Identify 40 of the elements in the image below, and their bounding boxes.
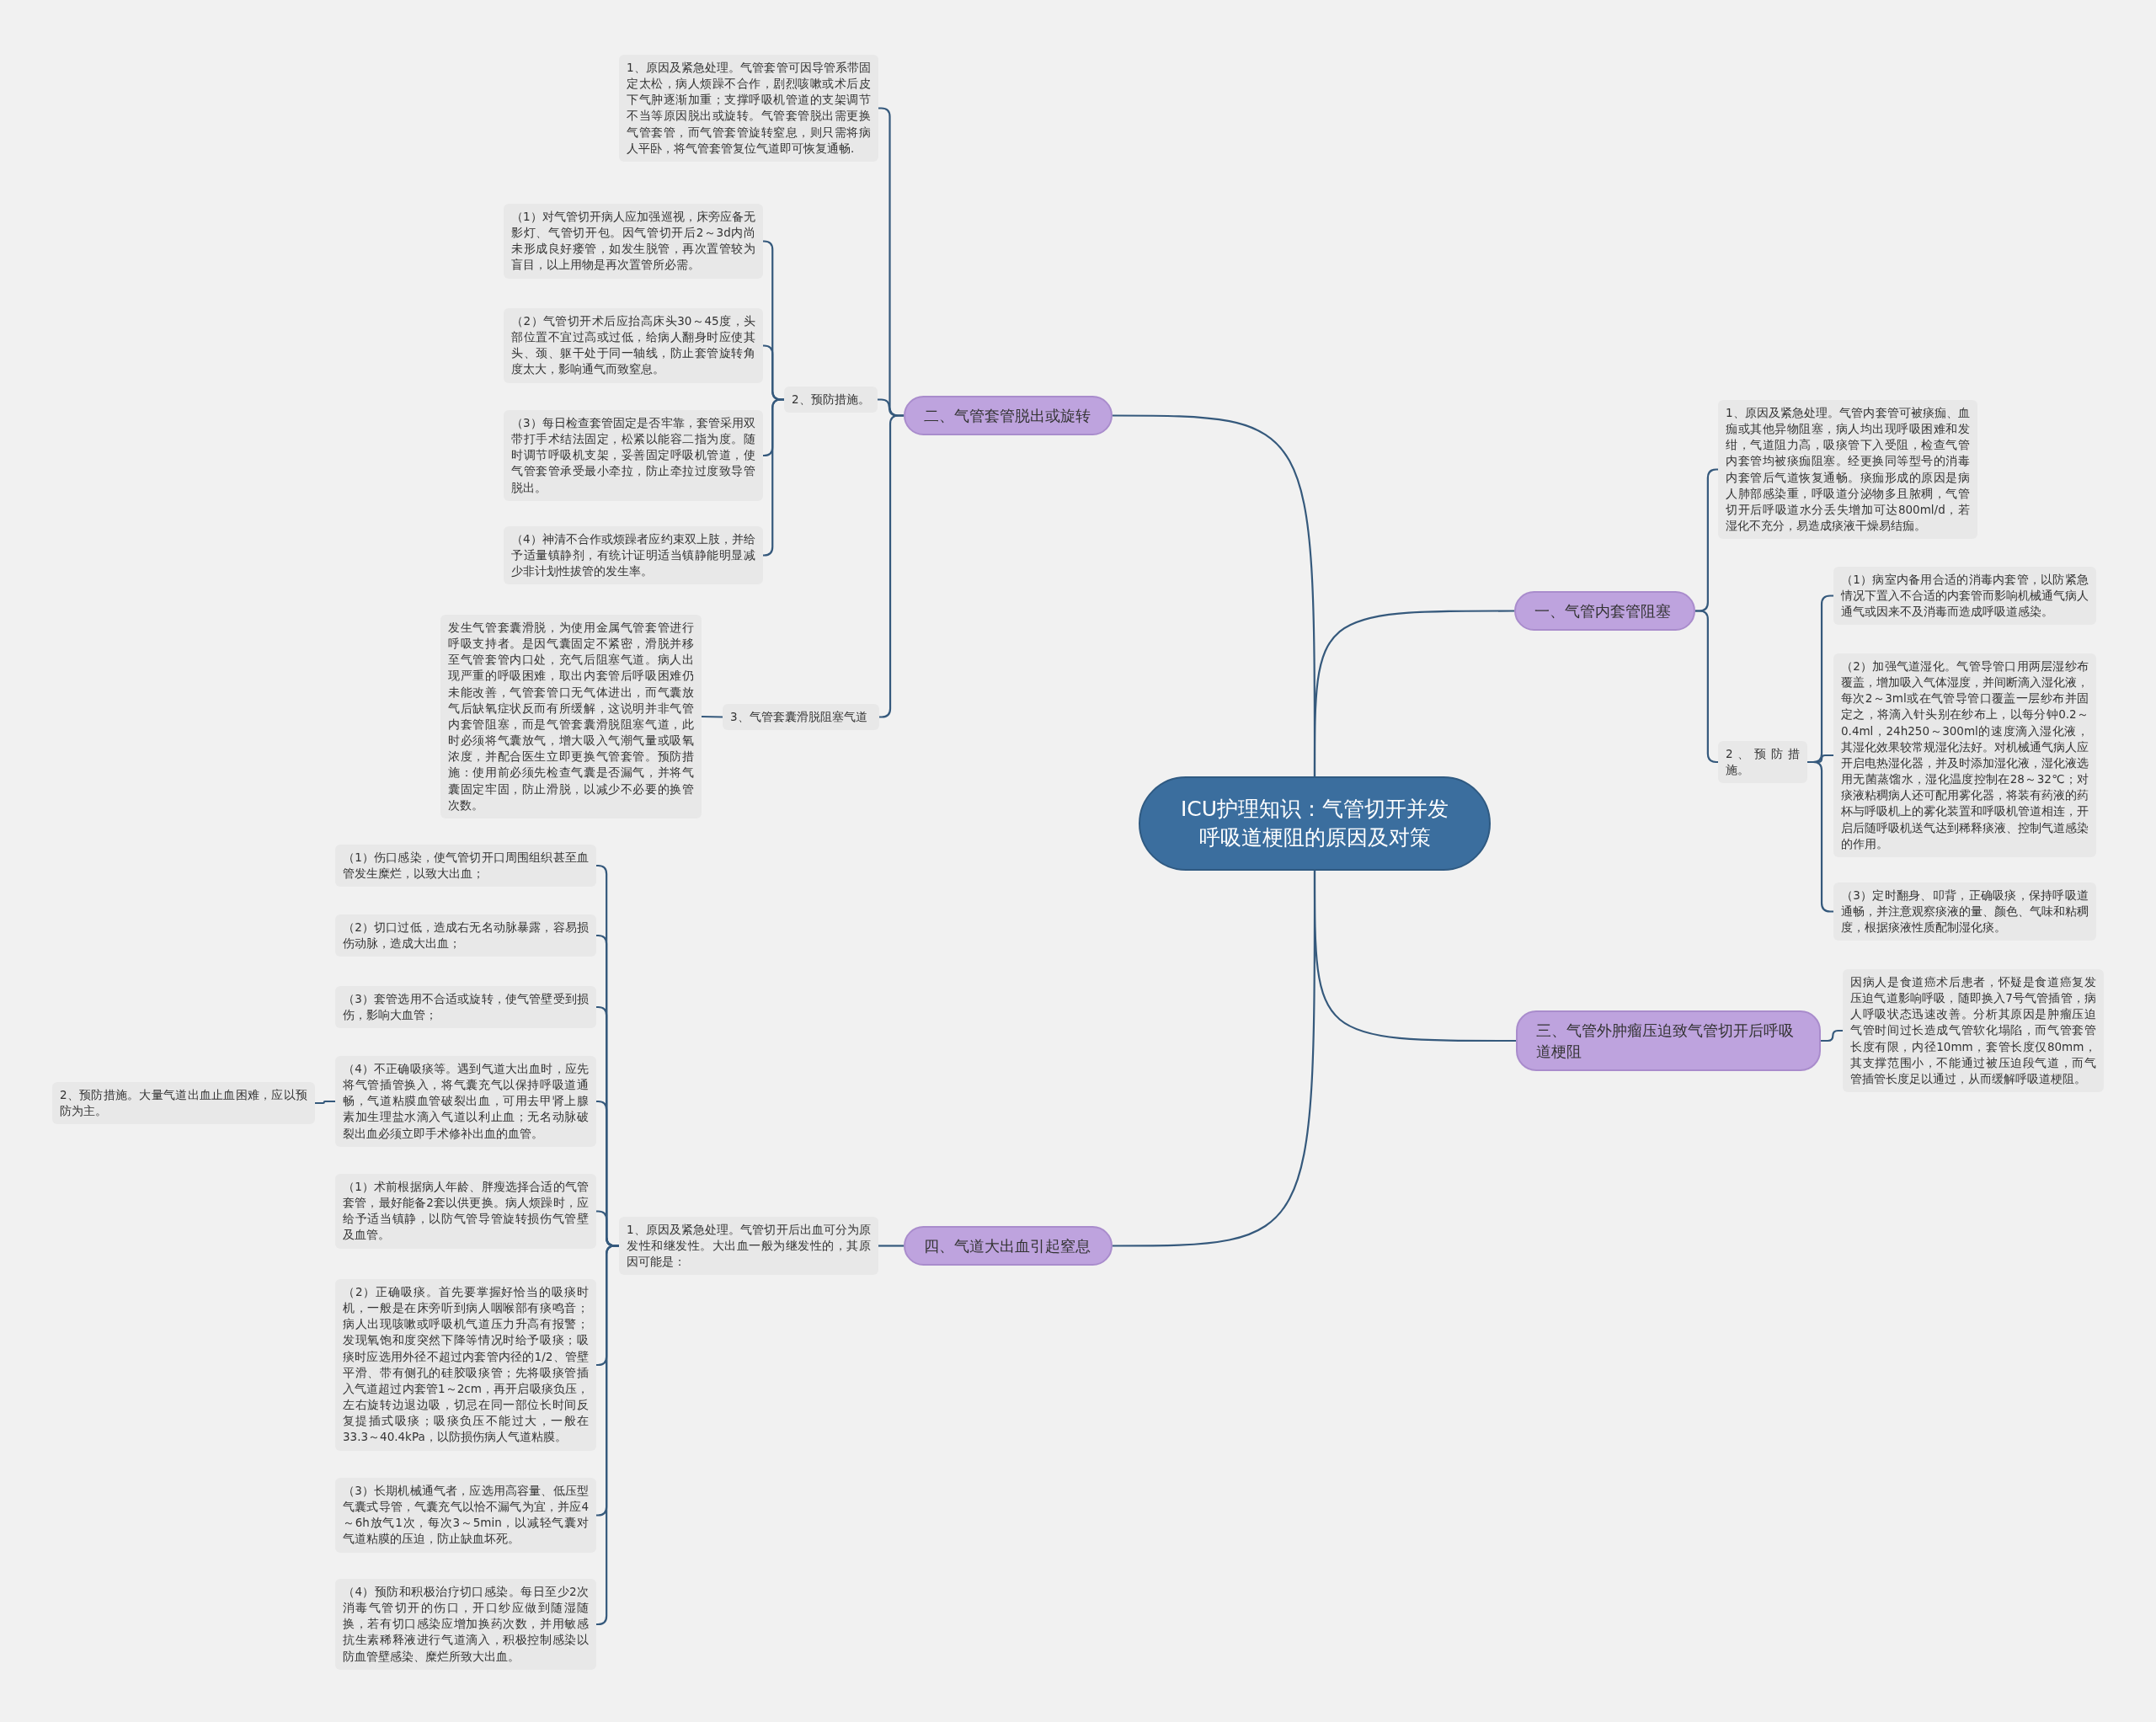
connector-line bbox=[701, 715, 723, 718]
note-card: 因病人是食道癌术后患者，怀疑是食道癌复发压迫气道影响呼吸，随即换入7号气管插管，病人呼吸状态迅速改善。分析其原因是肿瘤压迫气管时间过长造成气管软化塌陷，而气管套管长度有限，内径10mm，套管长度仅80mm，其支撑范围小，不能通过被压迫段气道，而气管插管长度足以通过，从而缓解呼吸道梗阻。 bbox=[1843, 969, 2104, 1093]
topic-pill: 一、气管内套管阻塞 bbox=[1514, 591, 1695, 632]
note-card: （2）加强气道湿化。气管导管口用两层湿纱布覆盖，增加吸入气体湿度，并间断滴入湿化液，每次2～3ml或在气管导管口覆盖一层纱布并固定之，将滴入针头别在纱布上，以每分钟0.2～0.4ml，24h250～300ml的速度滴入湿化液，其湿化效果较常规湿化法好。对机械通气病人应开启电热湿化器，并及时添加湿化液，湿化液选用无菌蒸馏水，湿化温度控制在28～32℃；对痰液粘稠病人还可配用雾化器，将装有药液的药杯与呼吸机上的雾化装置和呼吸机管道相连，开启后随呼吸机送气达到稀释痰液、控制气道感染的作用。 bbox=[1833, 653, 2096, 857]
connector-line bbox=[879, 414, 904, 718]
connector-line bbox=[1821, 1029, 1843, 1042]
connector-line bbox=[1113, 871, 1316, 1247]
topic-pill: 四、气道大出血引起窒息 bbox=[904, 1226, 1113, 1266]
note-card: （2）正确吸痰。首先要掌握好恰当的吸痰时机，一般是在床旁听到病人咽喉部有痰鸣音；病人出现咳嗽或呼吸机气道压力升高有报警；发现氧饱和度突然下降等情况时给予吸痰；吸痰时应选用外径不超过内套管内径的1/2、管壁平滑、带有侧孔的硅胶吸痰管；先将吸痰管插入气道超过内套管1～2cm，再开启吸痰负压，左右旋转边退边吸，切忌在同一部位长时间反复提插式吸痰；吸痰负压不能过大，一般在33.3～40.4kPa，以防损伤病人气道粘膜。 bbox=[335, 1279, 596, 1451]
note-card: （3）每日检查套管固定是否牢靠，套管采用双带打手术结法固定，松紧以能容二指为度。随时调节呼吸机支架，妥善固定呼吸机管道，使气管套管承受最小牵拉，防止牵拉过度致导管脱出。 bbox=[504, 410, 763, 501]
connector-line bbox=[1313, 610, 1514, 776]
note-card: （4）神清不合作或烦躁者应约束双上肢，并给予适量镇静剂，有统计证明适当镇静能明显减少非计划性拔管的发生率。 bbox=[504, 526, 763, 585]
note-card: 1、原因及紧急处理。气管切开后出血可分为原发性和继发性。大出血一般为继发性的，其原因可能是： bbox=[619, 1217, 878, 1276]
topic-pill: 二、气管套管脱出或旋转 bbox=[904, 396, 1113, 436]
note-card: 2、预防措施。大量气道出血止血困难，应以预防为主。 bbox=[52, 1082, 315, 1125]
note-card: 发生气管套囊滑脱，为使用金属气管套管进行呼吸支持者。是因气囊固定不紧密，滑脱并移至气管套管内口处，充气后阻塞气道。病人出现严重的呼吸困难，取出内套管后呼吸困难仍未能改善，气管套管口无气体进出，而气囊放气后缺氧症状反而有所缓解，这说明并非气管内套管阻塞，而是气管套囊滑脱阻塞气道，此时必须将气囊放气，增大吸入气潮气量或吸氧浓度，并配合医生立即更换气管套管。预防措施：使用前必须先检查气囊是否漏气，并将气囊固定牢固，防止滑脱，以减少不必要的换管次数。 bbox=[440, 615, 702, 818]
note-card: （1）术前根据病人年龄、胖瘦选择合适的气管套管，最好能备2套以供更换。病人烦躁时，应给予适当镇静，以防气管导管旋转损伤气管壁及血管。 bbox=[335, 1174, 596, 1249]
note-card: 2、预防措施。 bbox=[1718, 741, 1807, 784]
note-card: （3）长期机械通气者，应选用高容量、低压型气囊式导管，气囊充气以恰不漏气为宜，并应4～6h放气1次，每次3～5min，以减轻气囊对气道粘膜的压迫，防止缺血坏死。 bbox=[335, 1478, 596, 1553]
connector-line bbox=[595, 1245, 619, 1626]
note-card: （2）切口过低，造成右无名动脉暴露，容易损伤动脉，造成大出血； bbox=[335, 914, 596, 957]
note-card: 1、原因及紧急处理。气管内套管可被痰痂、血痂或其他异物阻塞，病人均出现呼吸困难和发绀，气道阻力高，吸痰管下入受阻，检查气管内套管均被痰痂阻塞。经更换同等型号的消毒内套管后气道恢复通畅。痰痂形成的原因是病人肺部感染重，呼吸道分泌物多且脓稠，气管切开后呼吸道水分丢失增加可达800ml/d，若湿化不充分，易造成痰液干燥易结痂。 bbox=[1718, 400, 1977, 540]
note-card: （3）套管选用不合适或旋转，使气管壁受到损伤，影响大血管； bbox=[335, 986, 596, 1029]
note-card: （4）不正确吸痰等。遇到气道大出血时，应先将气管插管换入，将气囊充气以保持呼吸道通畅，气道粘膜血管破裂出血，可用去甲肾上腺素加生理盐水滴入气道以利止血；无名动脉破裂出血必须立即手术修补出血的血管。 bbox=[335, 1056, 596, 1147]
note-card: （3）定时翻身、叩背，正确吸痰，保持呼吸道通畅，并注意观察痰液的量、颜色、气味和粘稠度，根据痰液性质配制湿化痰。 bbox=[1833, 882, 2096, 941]
connector-line bbox=[1695, 610, 1718, 764]
connector-line bbox=[315, 1100, 335, 1105]
note-card: 1、原因及紧急处理。气管套管可因导管系带固定太松，病人烦躁不合作，剧烈咳嗽或术后皮下气肿逐渐加重；支撑呼吸机管道的支架调节不当等原因脱出或旋转。气管套管脱出需更换气管套管，而气管套管旋转窒息，则只需将病人平卧，将气管套管复位气道即可恢复通畅. bbox=[619, 55, 878, 162]
note-card: 2、预防措施。 bbox=[784, 387, 878, 413]
connector-line bbox=[1807, 760, 1833, 913]
note-card: （4）预防和积极治疗切口感染。每日至少2次消毒气管切开的伤口，开口纱应做到随湿随换，若有切口感染应增加换药次数，并用敏感抗生素稀释液进行气道滴入，积极控制感染以防血管壁感染、糜烂所致大出血。 bbox=[335, 1579, 596, 1670]
connector-line bbox=[762, 398, 784, 557]
topic-pill: 三、气管外肿瘤压迫致气管切开后呼吸道梗阻 bbox=[1516, 1010, 1821, 1072]
note-card: （2）气管切开术后应抬高床头30～45度，头部位置不宜过高或过低，给病人翻身时应使其头、颈、躯干处于同一轴线，防止套管旋转角度太大，影响通气而致窒息。 bbox=[504, 308, 763, 383]
connector-line bbox=[878, 1245, 904, 1247]
central-topic: ICU护理知识：气管切开并发呼吸道梗阻的原因及对策 bbox=[1139, 776, 1491, 871]
note-card: （1）对气管切开病人应加强巡视，床旁应备无影灯、气管切开包。因气管切开后2～3d内尚未形成良好瘘管，如发生脱管，再次置管较为盲目，以上用物是再次置管所必需。 bbox=[504, 204, 763, 279]
note-card: （1）病室内备用合适的消毒内套管，以防紧急情况下置入不合适的内套管而影响机械通气病人通气或因来不及消毒而造成呼吸道感染。 bbox=[1833, 567, 2096, 626]
note-card: 3、气管套囊滑脱阻塞气道 bbox=[723, 704, 879, 731]
note-card: （1）伤口感染，使气管切开口周围组织甚至血管发生糜烂，以致大出血； bbox=[335, 845, 596, 888]
